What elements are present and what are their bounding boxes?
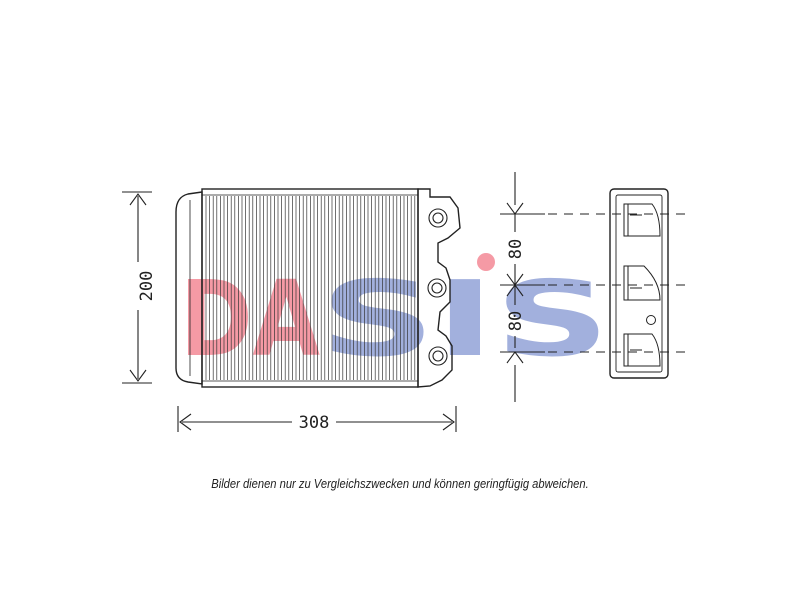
width-dimension: [177, 406, 457, 432]
upper-port: [428, 208, 448, 228]
port-spacing-dimension: [500, 172, 545, 402]
height-dimension-label: 200: [137, 271, 157, 302]
radiator-fins: [205, 196, 416, 380]
width-dimension-label: 308: [299, 413, 330, 433]
lower-spacing-label: 80: [506, 311, 526, 331]
right-end-tank: [417, 188, 461, 388]
lower-port: [428, 346, 448, 366]
watermark-letters-blue: SIS: [320, 258, 610, 380]
watermark-dot: [477, 253, 495, 271]
disclaimer-caption: Bilder dienen nur zu Vergleichszwecken u…: [211, 476, 589, 491]
side-view: [609, 188, 669, 379]
port-centre-lines: [548, 213, 690, 353]
watermark-letters-red: DA: [180, 258, 320, 380]
lower-fitting: [623, 333, 661, 367]
middle-fitting: [623, 265, 661, 301]
upper-fitting: [623, 203, 661, 237]
side-view-hole: [646, 315, 656, 325]
dasis-watermark: DA SIS: [180, 253, 610, 380]
upper-spacing-label: 80: [506, 239, 526, 259]
height-dimension: [122, 191, 152, 384]
middle-port: [427, 278, 447, 298]
left-end-tank: [175, 191, 203, 385]
